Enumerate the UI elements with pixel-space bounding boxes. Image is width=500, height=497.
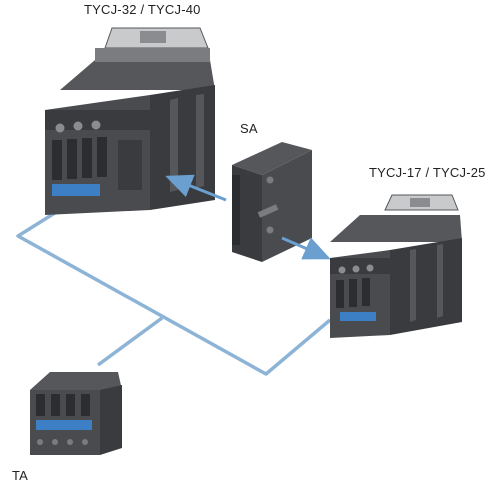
auxiliary-block-sa [232, 142, 312, 262]
assembly-arrows [165, 174, 331, 260]
large-contactor-label: TYCJ-32 / TYCJ-40 [84, 2, 201, 17]
small-contactor [330, 194, 462, 338]
front-module-ta [30, 372, 122, 455]
auxiliary-block-label: SA [240, 121, 258, 136]
front-module-label: TA [12, 468, 29, 483]
connector-lines [16, 194, 332, 376]
connector-line-left [16, 194, 332, 376]
arrow-sa-to-large [165, 174, 227, 202]
arrow-sa-to-small [281, 236, 331, 260]
connector-line-ta [96, 316, 164, 367]
small-contactor-label: TYCJ-17 / TYCJ-25 [369, 165, 486, 180]
